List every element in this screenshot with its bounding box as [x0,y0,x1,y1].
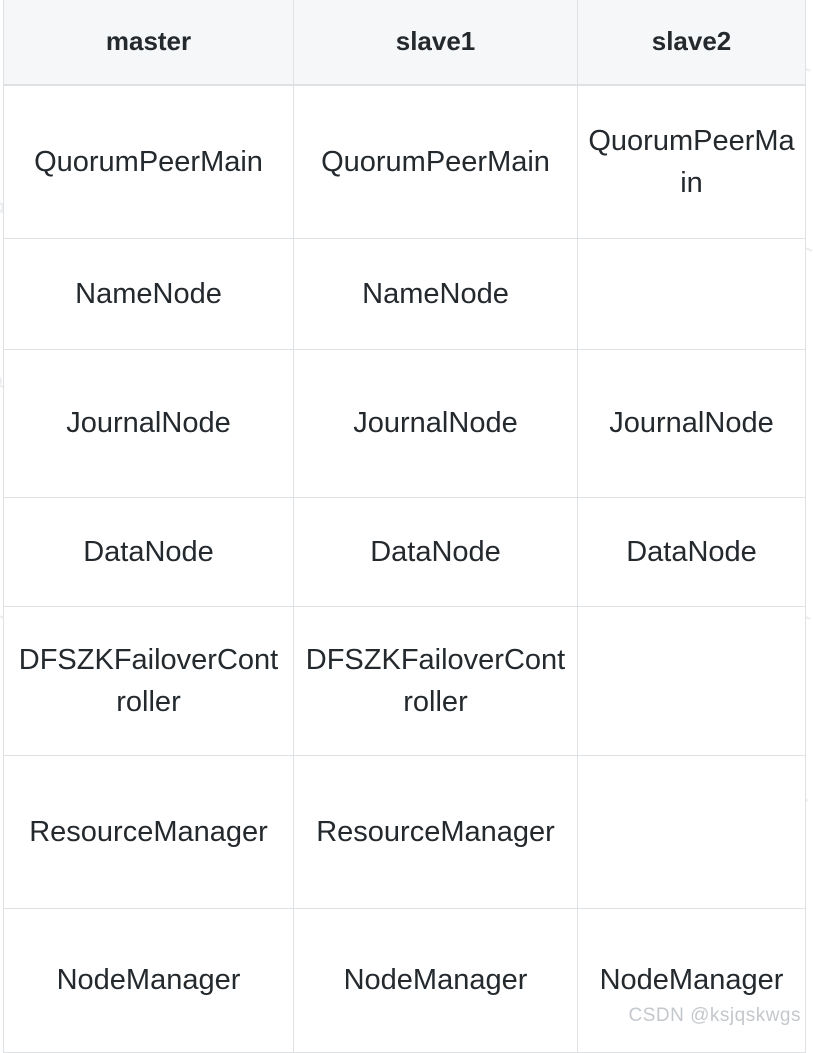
cell-slave2 [577,606,806,756]
cell-slave2: JournalNode [577,349,806,498]
column-header-master: master [3,0,294,86]
column-header-slave2: slave2 [577,0,806,86]
cell-master: NameNode [3,238,294,350]
cell-slave2 [577,238,806,350]
cell-slave2: NodeManager [577,908,806,1053]
cell-slave2 [577,755,806,909]
cell-slave2: DataNode [577,497,806,607]
cell-slave1: NodeManager [293,908,578,1053]
cell-slave1: QuorumPeerMain [293,85,578,239]
cell-slave1: DataNode [293,497,578,607]
cluster-roles-table-container: master slave1 slave2 QuorumPeerMain Quor… [3,0,806,1053]
cell-slave1: NameNode [293,238,578,350]
table-header: master slave1 slave2 [3,0,806,86]
cell-master: ResourceManager [3,755,294,909]
column-header-slave1: slave1 [293,0,578,86]
table-row: DataNode DataNode DataNode [3,497,806,607]
table-row: NameNode NameNode [3,238,806,350]
cell-slave1: ResourceManager [293,755,578,909]
table-row: JournalNode JournalNode JournalNode [3,349,806,498]
cell-master: DFSZKFailoverController [3,606,294,756]
cell-slave2: QuorumPeerMain [577,85,806,239]
table-header-row: master slave1 slave2 [3,0,806,86]
cell-master: DataNode [3,497,294,607]
cluster-roles-table: master slave1 slave2 QuorumPeerMain Quor… [3,0,806,1053]
table-row: ResourceManager ResourceManager [3,755,806,909]
cell-master: JournalNode [3,349,294,498]
cell-master: QuorumPeerMain [3,85,294,239]
cell-slave1: DFSZKFailoverController [293,606,578,756]
table-body: QuorumPeerMain QuorumPeerMain QuorumPeer… [3,85,806,1053]
table-row: DFSZKFailoverController DFSZKFailoverCon… [3,606,806,756]
cell-slave1: JournalNode [293,349,578,498]
table-row: QuorumPeerMain QuorumPeerMain QuorumPeer… [3,85,806,239]
csdn-watermark: CSDN @ksjqskwgs [628,1005,801,1026]
cell-master: NodeManager [3,908,294,1053]
table-row: NodeManager NodeManager NodeManager [3,908,806,1053]
